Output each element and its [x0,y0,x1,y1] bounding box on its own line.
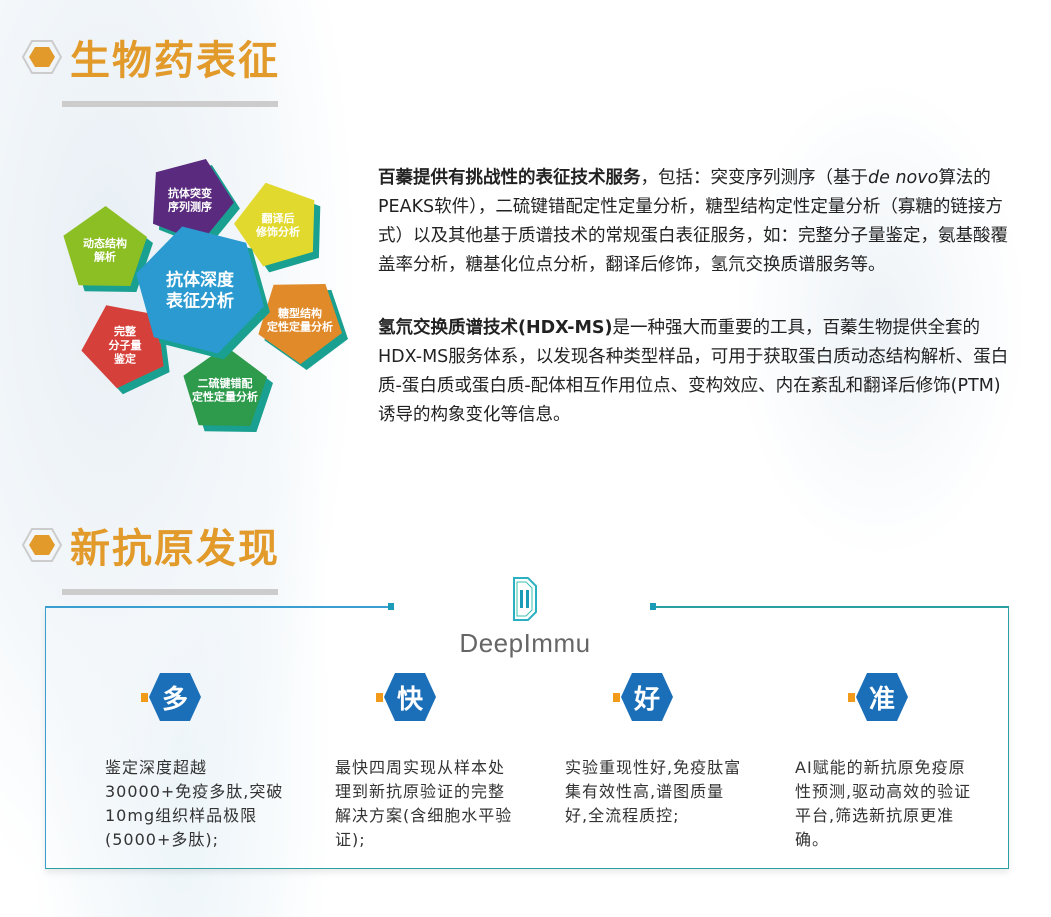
marker-square [141,693,148,702]
marker-square [848,693,855,702]
characterization-diagram: 抗体突变序列测序翻译后修饰分析糖型结构定性定量分析二硫键错配定性定量分析完整分子… [63,159,348,432]
feature-text: 最快四周实现从样本处理到新抗原验证的完整解决方案(含细胞水平验证); [335,758,513,849]
hexagon-icon [621,673,673,721]
center-label: 抗体深度 [166,269,235,290]
paragraph-characterization: 百蓁提供有挑战性的表征技术服务，包括：突变序列测序（基于de novo算法的PE… [378,164,1018,280]
divider [62,101,278,107]
hexagon-bullet-icon [22,528,62,562]
feature-char: 好 [633,684,660,715]
background-decoration [0,0,360,917]
center-label: 表征分析 [166,291,234,312]
section-header-neoantigen: 新抗原发现 [22,516,280,574]
pentagon-label: 序列测序 [168,200,212,214]
deepimmu-logo: DeepImmu [450,576,600,659]
pentagon-label: 完整 [114,324,136,338]
pentagon-label: 修饰分析 [255,225,300,239]
hexagon-icon [384,673,436,721]
feature-text: 鉴定深度超越30000+免疫多肽,突破10mg组织样品极限(5000+多肽); [105,758,284,849]
pentagon-4 [183,346,267,426]
hexagon-icon [856,673,908,721]
pentagon-label: 糖型结构 [278,306,322,320]
feature-text: 实验重现性好,免疫肽富集有效性高,谱图质量好,全流程质控; [565,758,742,825]
marker-square [613,693,620,702]
center-hexagon [136,226,264,354]
feature-char: 多 [161,684,188,715]
pentagon-3 [258,284,342,364]
pentagon-6 [63,206,147,286]
marker-square [376,693,383,702]
pentagon-5 [81,305,164,389]
feature-char: 准 [868,684,895,715]
italic-term: de novo [868,168,939,188]
section-header-biologics: 生物药表征 [22,28,280,86]
section-title: 生物药表征 [70,38,280,84]
deepimmu-logo-icon [513,577,537,621]
text: ，包括：突变序列测序（基于 [640,168,869,188]
pentagon-label: 翻译后 [262,211,295,225]
pentagon-label: 解析 [94,250,116,264]
feature-char: 快 [396,684,423,715]
text: 是一种强大而重要的工具，百蓁生物提供全套的HDX-MS服务体系，以发现各种类型样… [378,318,1009,425]
divider [654,606,1008,608]
pentagon-1 [153,159,234,243]
divider [62,589,278,595]
pentagon-label: 鉴定 [113,352,136,366]
pentagon-label: 二硫键错配 [198,376,253,390]
pentagon-label: 抗体突变 [168,186,212,200]
section-title: 新抗原发现 [70,526,280,572]
neoantigen-panel [45,606,1009,869]
pentagon-label: 动态结构 [83,236,127,250]
logo-text: DeepImmu [459,628,591,658]
divider-dot [650,603,656,610]
hexagon-icon [149,673,201,721]
hexagon-bullet-icon [22,40,62,74]
feature-text: AI赋能的新抗原免疫原性预测,驱动高效的验证平台,筛选新抗原更准确。 [795,758,972,849]
bold-lead: 氢氘交换质谱技术(HDX-MS) [378,318,613,338]
background-decoration [720,60,1040,580]
pentagon-label: 定性定量分析 [267,320,333,334]
divider-dot [388,603,394,610]
text: 算法的PEAKS软件），二硫键错配定性定量分析，糖型结构定性定量分析（寡糖的链接… [378,168,1008,275]
divider [45,606,390,608]
pentagon-label: 分子量 [109,338,142,352]
bold-lead: 百蓁提供有挑战性的表征技术服务 [378,168,641,188]
pentagon-2 [234,182,315,267]
paragraph-hdx: 氢氘交换质谱技术(HDX-MS)是一种强大而重要的工具，百蓁生物提供全套的HDX… [378,314,1018,430]
pentagon-label: 定性定量分析 [192,390,258,404]
